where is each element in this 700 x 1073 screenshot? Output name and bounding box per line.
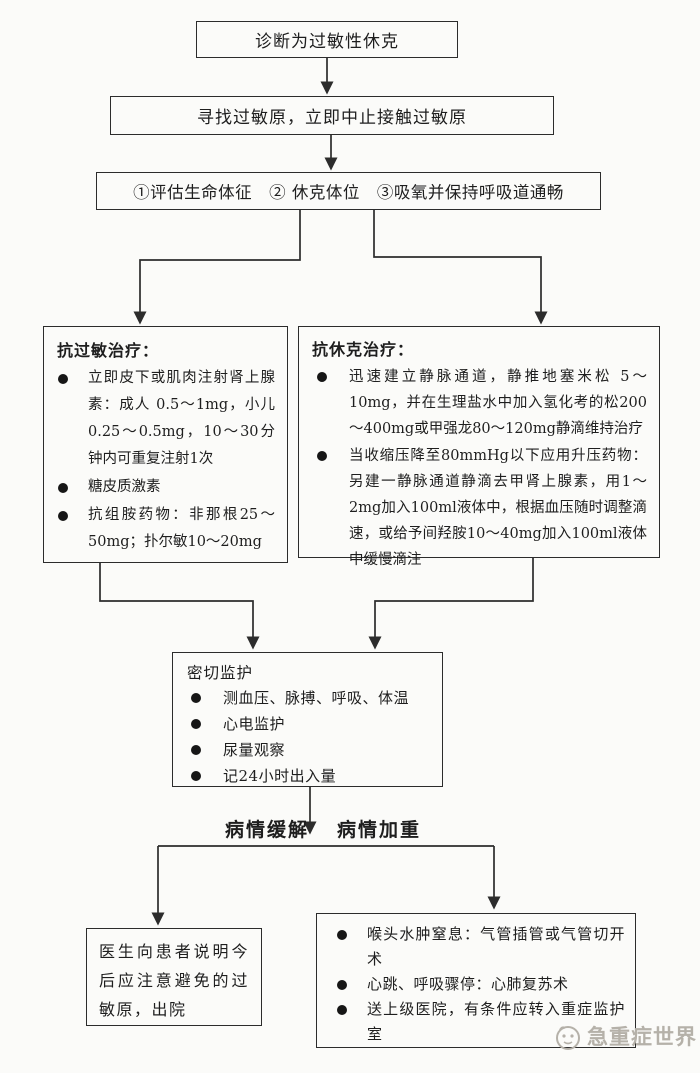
anti-shock-title: 抗休克治疗： [312, 340, 415, 359]
discharge-text: 医生向患者说明今后应注意避免的过敏原，出院 [99, 942, 249, 1019]
anti-shock-treatment-box: 抗休克治疗： 迅速建立静脉通道，静推地塞米松 5～10mg，并在生理盐水中加入氢… [298, 326, 660, 568]
bullet-icon [191, 719, 201, 729]
emergency-bullet: 心跳、呼吸骤停：心肺复苏术 [367, 975, 569, 993]
list-item: 心电监护 [185, 711, 430, 737]
list-item: 喉头水肿窒息：气管插管或气管切开术 [323, 922, 625, 972]
bullet-icon [58, 374, 68, 384]
bullet-icon [337, 1005, 347, 1015]
monitoring-title: 密切监护 [187, 664, 254, 682]
anti-allergy-bullet: 糖皮质激素 [88, 479, 161, 495]
list-item: 糖皮质激素 [56, 474, 275, 501]
bullet-icon [317, 372, 327, 382]
branch-label-relief: 病情缓解 [225, 819, 310, 841]
list-item: 送上级医院，有条件应转入重症监护室 [323, 997, 625, 1047]
connector-anti-shock-to-monitoring [368, 558, 534, 650]
list-item: 记24小时出入量 [185, 763, 430, 789]
watermark: 急重症世界 [552, 1020, 697, 1052]
bullet-icon [191, 771, 201, 781]
list-item: 心跳、呼吸骤停：心肺复苏术 [323, 972, 625, 997]
diagnosis-text: 诊断为过敏性休克 [255, 32, 399, 52]
monitoring-bullet: 记24小时出入量 [223, 767, 337, 785]
emergency-bullet: 喉头水肿窒息：气管插管或气管切开术 [367, 925, 625, 968]
bullet-icon [317, 451, 327, 461]
connector-initial-to-anti-allergy [133, 210, 301, 325]
monitoring-box: 密切监护 测血压、脉搏、呼吸、体温 心电监护 尿量观察 记24小时出入量 [172, 652, 443, 787]
watermark-logo-icon [556, 1026, 580, 1050]
watermark-text: 急重症世界 [587, 1025, 697, 1049]
connector-anti-allergy-to-monitoring [99, 563, 260, 650]
initial-measures-box: ①评估生命体征 ② 休克体位 ③吸氧并保持呼吸道通畅 [96, 172, 601, 210]
discharge-box: 医生向患者说明今后应注意避免的过敏原，出院 [86, 928, 262, 1026]
bullet-icon [337, 930, 347, 940]
monitoring-bullet: 测血压、脉搏、呼吸、体温 [223, 689, 410, 707]
monitoring-bullet: 心电监护 [223, 715, 286, 733]
anti-allergy-bullet: 立即皮下或肌肉注射肾上腺素：成人 0.5～1mg，小儿 0.25～0.5mg，1… [88, 370, 275, 467]
monitoring-bullet: 尿量观察 [223, 741, 286, 759]
connector-initial-to-anti-shock [373, 210, 548, 325]
initial-measures-text: ①评估生命体征 ② 休克体位 ③吸氧并保持呼吸道通畅 [133, 183, 564, 202]
find-allergen-text: 寻找过敏原，立即中止接触过敏原 [197, 108, 467, 128]
list-item: 抗组胺药物：非那根25～50mg；扑尔敏10～20mg [56, 502, 275, 556]
anti-allergy-bullet: 抗组胺药物：非那根25～50mg；扑尔敏10～20mg [88, 507, 275, 550]
emergency-measures-box: 喉头水肿窒息：气管插管或气管切开术 心跳、呼吸骤停：心肺复苏术 送上级医院，有条… [316, 913, 636, 1048]
branch-label-worsen: 病情加重 [337, 819, 422, 841]
anti-allergy-title: 抗过敏治疗： [57, 341, 160, 360]
list-item: 尿量观察 [185, 737, 430, 763]
find-allergen-box: 寻找过敏原，立即中止接触过敏原 [110, 96, 554, 135]
list-item: 当收缩压降至80mmHg以下应用升压药物：另建一静脉通道静滴去甲肾上腺素，用1～… [311, 443, 647, 573]
emergency-bullet: 送上级医院，有条件应转入重症监护室 [367, 1000, 625, 1043]
bullet-icon [191, 745, 201, 755]
bullet-icon [191, 693, 201, 703]
anti-shock-bullet: 当收缩压降至80mmHg以下应用升压药物：另建一静脉通道静滴去甲肾上腺素，用1～… [349, 448, 647, 568]
anti-shock-bullet: 迅速建立静脉通道，静推地塞米松 5～10mg，并在生理盐水中加入氢化考的松200… [349, 369, 647, 437]
bullet-icon [58, 483, 68, 493]
bullet-icon [337, 980, 347, 990]
bullet-icon [58, 511, 68, 521]
list-item: 迅速建立静脉通道，静推地塞米松 5～10mg，并在生理盐水中加入氢化考的松200… [311, 364, 647, 442]
diagnosis-box: 诊断为过敏性休克 [196, 21, 458, 58]
anti-allergy-treatment-box: 抗过敏治疗： 立即皮下或肌肉注射肾上腺素：成人 0.5～1mg，小儿 0.25～… [43, 326, 288, 563]
list-item: 立即皮下或肌肉注射肾上腺素：成人 0.5～1mg，小儿 0.25～0.5mg，1… [56, 365, 275, 473]
list-item: 测血压、脉搏、呼吸、体温 [185, 685, 430, 711]
